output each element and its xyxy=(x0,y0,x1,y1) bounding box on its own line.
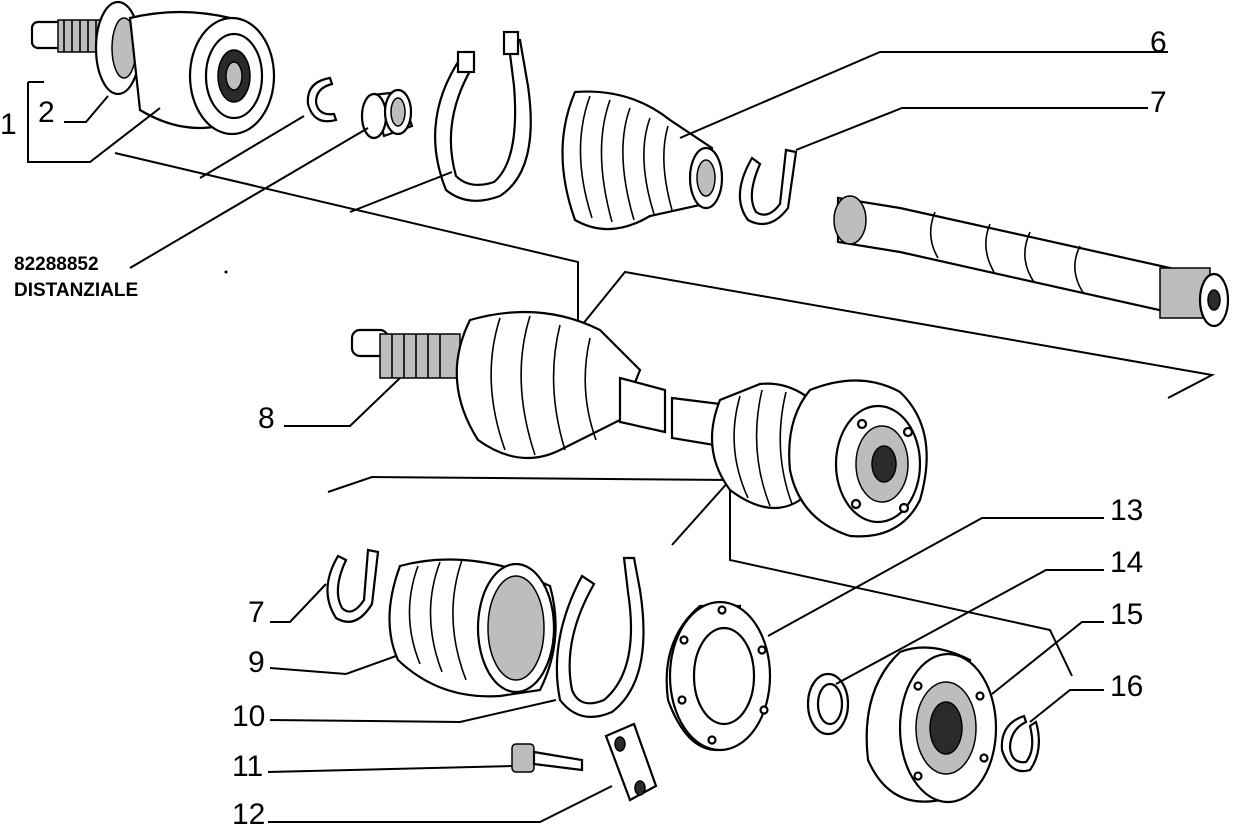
boot-clamp-small-bottom xyxy=(326,548,380,623)
part-number: 82288852 xyxy=(14,254,99,275)
axle-shaft-top xyxy=(833,195,1230,328)
part-name: DISTANZIALE xyxy=(14,280,138,301)
callout-9: 9 xyxy=(248,646,265,679)
callout-10: 10 xyxy=(232,700,265,733)
callout-14: 14 xyxy=(1110,546,1143,579)
snap-ring xyxy=(306,76,338,123)
boot-clamp-large-bottom xyxy=(555,556,645,718)
callout-12: 12 xyxy=(232,798,265,827)
callout-2: 2 xyxy=(38,96,55,129)
stray-dot xyxy=(224,270,228,274)
callout-15: 15 xyxy=(1110,598,1143,631)
outer-cv-joint xyxy=(30,0,276,136)
callout-13: 13 xyxy=(1110,494,1143,527)
circlip xyxy=(1000,714,1041,773)
boot-clamp-small-top xyxy=(738,148,798,226)
retaining-plate xyxy=(604,722,658,802)
callout-8: 8 xyxy=(258,402,275,435)
boot-clamp-large-top xyxy=(434,30,532,202)
leader-lines xyxy=(27,51,1168,823)
callout-1: 1 xyxy=(0,108,17,141)
callout-6: 6 xyxy=(1150,26,1167,59)
callout-16: 16 xyxy=(1110,670,1143,703)
flange-plate xyxy=(665,600,772,752)
assembly-guide-lines xyxy=(114,152,1216,677)
bolt xyxy=(511,743,584,773)
spacer-ring xyxy=(360,88,414,140)
callout-7-bottom: 7 xyxy=(248,596,265,629)
callout-7-top: 7 xyxy=(1150,86,1167,119)
driveshaft-assembly xyxy=(350,310,928,538)
inner-cv-joint xyxy=(865,646,998,804)
callout-11: 11 xyxy=(232,750,263,783)
cv-boot-bottom xyxy=(388,558,557,698)
washer xyxy=(806,672,850,736)
cv-boot-top xyxy=(561,90,724,231)
